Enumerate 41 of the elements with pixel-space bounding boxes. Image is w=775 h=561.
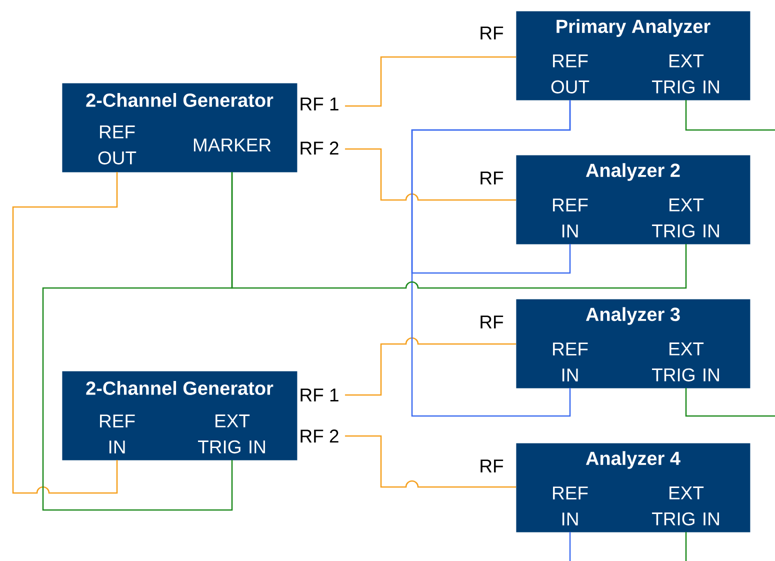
port-label: RF (480, 26, 504, 40)
port-label: RF 1 (300, 388, 338, 402)
node-label: REF IN (553, 342, 588, 382)
port-label: RF (480, 316, 504, 328)
node-label: 2-Channel Generator (86, 381, 274, 395)
connector-line (685, 388, 775, 417)
node-label: EXT TRIG IN (198, 414, 265, 454)
node-label: REF IN (553, 198, 588, 238)
connector-line (345, 56, 516, 107)
node-label: REF OUT (551, 54, 590, 94)
port-label: RF 2 (300, 142, 338, 154)
connector-line (345, 337, 516, 396)
device-box: Primary Analyzer REF OUT EXT TRIG IN (516, 11, 750, 100)
device-box: 2-Channel Generator REF IN EXT TRIG IN (62, 371, 298, 460)
node-label: EXT TRIG IN (652, 198, 719, 238)
node-label: REF OUT (98, 126, 136, 164)
node-label: Analyzer 3 (586, 307, 680, 325)
device-box: Analyzer 4 REF IN EXT TRIG IN (516, 443, 750, 532)
node-label: Analyzer 4 (586, 451, 680, 469)
node-label: 2-Channel Generator (86, 93, 274, 107)
device-box: Analyzer 2 REF IN EXT TRIG IN (516, 155, 750, 244)
node-label: Analyzer 2 (586, 163, 680, 181)
connector-line (569, 532, 571, 561)
port-label: RF 1 (300, 98, 338, 110)
device-box: Analyzer 3 REF IN EXT TRIG IN (516, 299, 750, 388)
node-label: REF IN (553, 486, 588, 526)
device-box: 2-Channel Generator REF OUT MARKER (62, 83, 298, 172)
node-label: EXT TRIG IN (652, 54, 719, 94)
node-label: REF IN (100, 414, 135, 454)
connector-line (685, 100, 775, 131)
connector-line (345, 148, 516, 201)
node-label: EXT TRIG IN (652, 486, 719, 526)
node-label: MARKER (194, 138, 271, 152)
node-label: Primary Analyzer (556, 19, 710, 37)
connector-line (345, 435, 516, 488)
port-label: RF (480, 172, 504, 184)
connector-line (12, 172, 118, 494)
port-label: RF (480, 460, 504, 472)
node-label: EXT TRIG IN (652, 342, 719, 382)
connector-line (685, 532, 687, 561)
port-label: RF 2 (300, 430, 338, 442)
